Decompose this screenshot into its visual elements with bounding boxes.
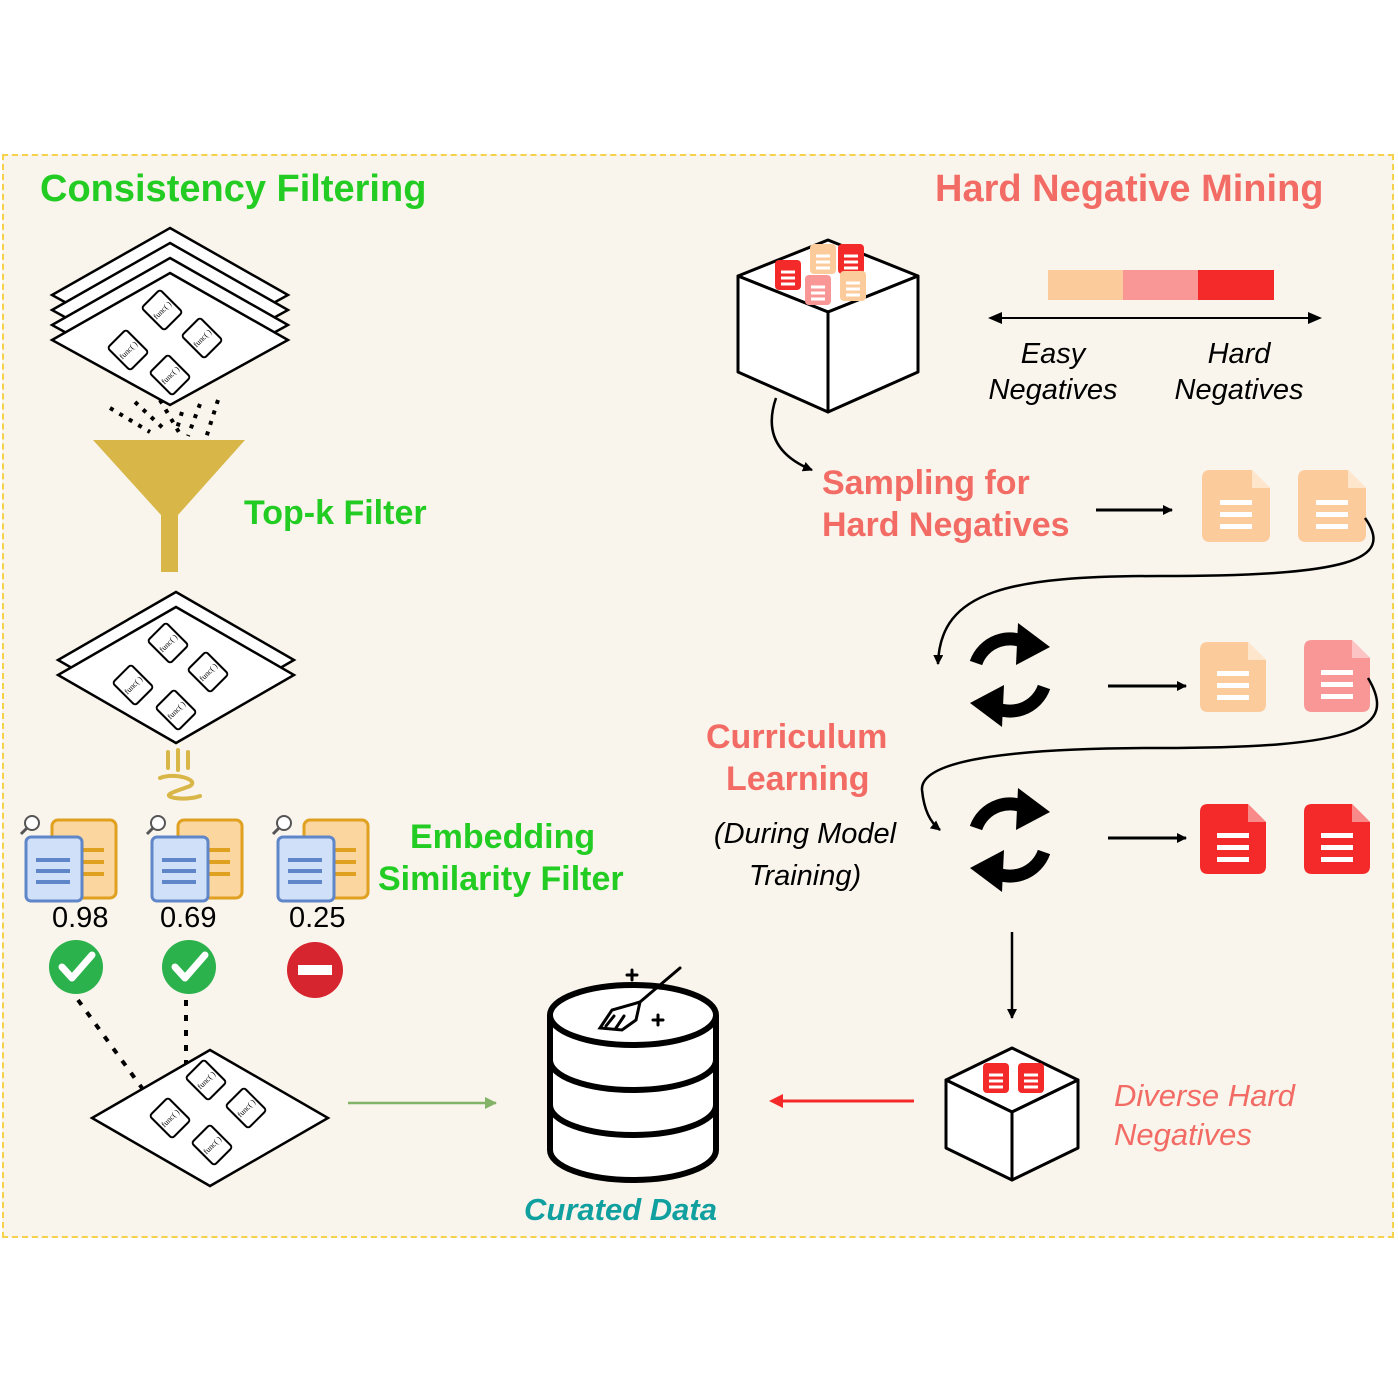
func-doc-icon: func( ) (155, 689, 197, 731)
embedding-label-line1: Embedding (410, 818, 596, 856)
func-doc-icon: func( ) (185, 1059, 227, 1101)
sample-doc-easy (1298, 470, 1366, 542)
curve-row2-to-row3 (920, 677, 1379, 831)
raw-data-stack: func( ) func( ) func( ) func( ) (49, 226, 291, 407)
during-label-line2: Training) (748, 860, 862, 892)
curve-row1-to-row2 (933, 517, 1375, 665)
pool-docs (775, 244, 866, 305)
check-icon (49, 940, 103, 994)
diverse-label-line1: Diverse Hard (1114, 1078, 1295, 1113)
topk-filter-label: Top-k Filter (244, 494, 427, 532)
arrow-cube-to-sampling (770, 397, 813, 472)
stage1-doc-medium (1304, 640, 1370, 712)
doc-pair-2 (145, 815, 244, 903)
stage2-doc-hard (1200, 804, 1266, 874)
func-doc-icon: func( ) (187, 651, 229, 693)
doc-pair-3 (271, 815, 370, 903)
consistency-filtering-title: Consistency Filtering (40, 168, 427, 210)
easy-label-line1: Easy (1020, 338, 1086, 370)
sample-doc-easy (1202, 470, 1270, 542)
diverse-docs (983, 1063, 1044, 1093)
func-doc-icon: func( ) (112, 664, 154, 706)
refresh-icon (969, 623, 1051, 727)
check-icon (162, 940, 216, 994)
reject-icon (287, 942, 343, 998)
negatives-pool-cube (736, 238, 920, 414)
filtered-data-stack: func( ) func( ) func( ) func( ) (55, 590, 297, 745)
score-1: 0.98 (52, 902, 109, 934)
hard-label-line1: Hard (1207, 338, 1271, 370)
refresh-icon (969, 788, 1051, 892)
score-3: 0.25 (289, 902, 346, 934)
embedding-label-line2: Similarity Filter (378, 860, 624, 898)
curated-sheet: func( ) func( ) func( ) func( ) (89, 1048, 331, 1188)
func-doc-icon: func( ) (191, 1124, 233, 1166)
func-doc-icon: func( ) (225, 1087, 267, 1129)
during-label-line1: (During Model (713, 818, 897, 850)
diverse-label-line2: Negatives (1114, 1117, 1252, 1152)
sampling-label-line1: Sampling for (822, 464, 1030, 502)
func-doc-icon: func( ) (107, 329, 149, 371)
curated-data-label: Curated Data (524, 1192, 717, 1227)
curriculum-label-line2: Learning (726, 760, 870, 798)
diverse-negatives-cube (944, 1046, 1080, 1182)
func-doc-icon: func( ) (149, 1097, 191, 1139)
doc-pair-1 (19, 815, 118, 903)
stage1-doc-easy (1200, 642, 1266, 712)
easy-label-line2: Negatives (988, 374, 1118, 406)
broom-icon (597, 966, 682, 1032)
func-doc-icon: func( ) (141, 289, 183, 331)
score-2: 0.69 (160, 902, 217, 934)
func-doc-icon: func( ) (149, 354, 191, 396)
difficulty-bar (1048, 270, 1274, 300)
pour-dots (108, 398, 220, 439)
curriculum-label-line1: Curriculum (706, 718, 888, 756)
hard-label-line2: Negatives (1174, 374, 1304, 406)
stage2-doc-hard (1304, 804, 1370, 874)
func-doc-icon: func( ) (181, 317, 223, 359)
drip-icon (158, 748, 202, 801)
sampling-label-line2: Hard Negatives (822, 506, 1070, 544)
func-doc-icon: func( ) (147, 622, 189, 664)
hard-negative-mining-title: Hard Negative Mining (935, 168, 1324, 210)
difficulty-axis (988, 312, 1322, 324)
funnel-icon (93, 440, 245, 572)
